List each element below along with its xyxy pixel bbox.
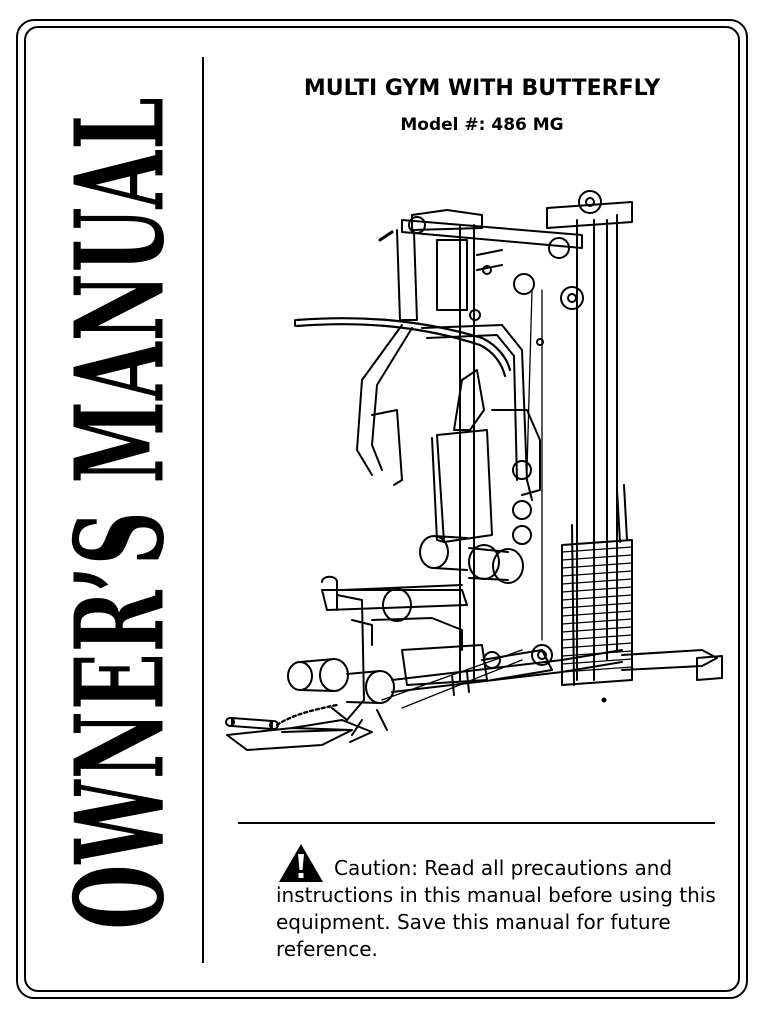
owners-manual-title: OWNER’S MANUAL (49, 88, 191, 938)
vertical-divider (202, 57, 204, 963)
caution-notice: Caution: Read all precautions and instru… (276, 856, 716, 961)
owners-manual-title-text: OWNER’S MANUAL (48, 96, 192, 930)
multi-gym-illustration-icon (225, 190, 723, 751)
outer-border (16, 19, 748, 999)
model-number: Model #: 486 MG (400, 115, 564, 135)
inner-border (24, 26, 740, 992)
warning-triangle-icon (279, 844, 323, 882)
product-title: MULTI GYM WITH BUTTERFLY (303, 76, 661, 101)
horizontal-divider (238, 822, 715, 824)
